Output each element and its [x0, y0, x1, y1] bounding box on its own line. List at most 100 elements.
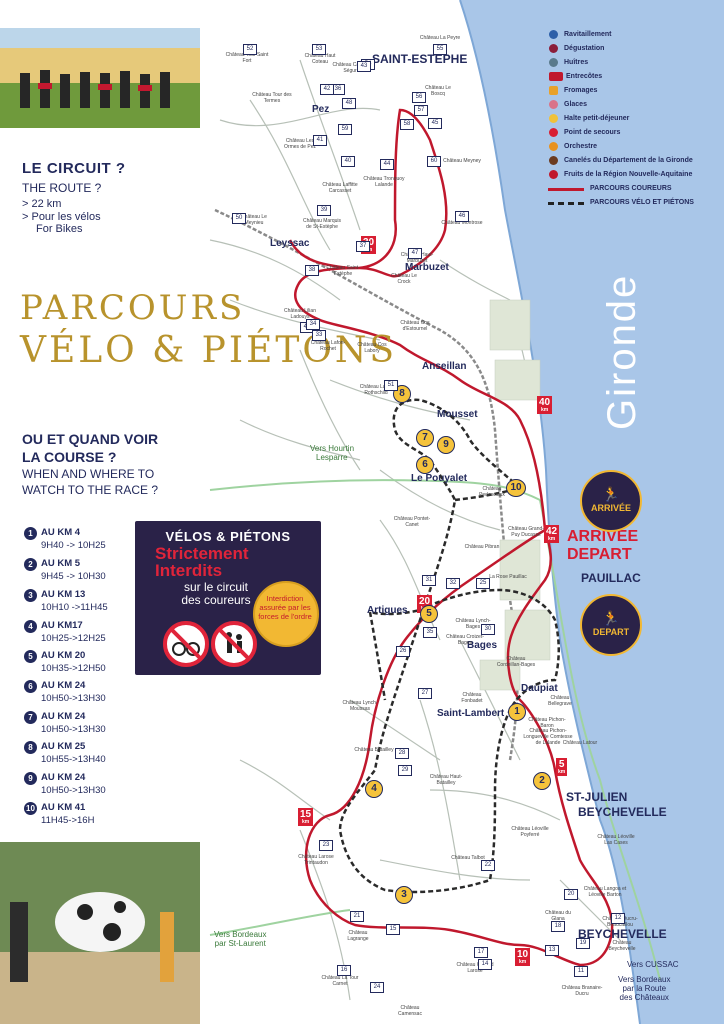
warning-forbidden: Strictement Interdits — [155, 545, 249, 579]
river-label: Gironde — [600, 273, 644, 430]
place-anseillan: Anseillan — [422, 361, 467, 372]
chateau-label: Château Latour — [562, 740, 598, 746]
chateau-label: Château Léoville Poyferré — [511, 826, 549, 838]
circuit-title: LE CIRCUIT ? — [22, 160, 126, 177]
schedule-time: 10H10 ->11H45 — [41, 602, 108, 613]
schedule-number: 4 — [24, 620, 37, 633]
circuit-bikes-fr: > Pour les vélos — [22, 211, 101, 223]
circuit-distance: > 22 km — [22, 198, 62, 210]
start-badge-label: DEPART — [592, 627, 630, 637]
place-beychevelle: BEYCHEVELLE — [578, 927, 667, 941]
chateau-label: Château Lafon-Rochet — [310, 340, 346, 352]
chateau-label: Château Cordeillan-Bages — [496, 656, 536, 668]
viewpoint-marker: 4 — [365, 780, 383, 798]
runner-icon: 🏃 — [602, 486, 620, 502]
schedule-time: 10H50->13H30 — [41, 785, 106, 796]
where-title-line1: OU ET QUAND VOIR — [22, 431, 159, 447]
km-unit: km — [547, 536, 556, 542]
km-unit: km — [558, 769, 566, 775]
chateau-label: Château Les Ormes de Pez — [284, 138, 316, 150]
chateau-label: Château Le Crock — [391, 273, 417, 285]
chateau-label: Château Gruaud Larose — [456, 962, 494, 974]
chateau-number-tag: 55 — [433, 44, 447, 55]
legend-label: Canelés du Département de la Gironde — [564, 157, 693, 164]
where-title: OU ET QUAND VOIR LA COURSE ? — [22, 430, 158, 466]
finish-label: ARRIVÉE — [567, 528, 639, 545]
chateau-number-tag: 25 — [476, 578, 490, 589]
chateau-label: Château La Tour Carnet — [321, 975, 359, 987]
km-value: 42 — [546, 526, 558, 537]
direction-bordeaux-line1: Vers Bordeaux — [214, 930, 267, 939]
chateau-label: Château Haut-Batailley — [429, 774, 463, 786]
schedule-time: 9H40 -> 10H25 — [41, 540, 106, 551]
place-leyssac: Leyssac — [270, 238, 310, 249]
viewpoint-marker: 3 — [395, 886, 413, 904]
chateau-number-tag: 60 — [427, 156, 441, 167]
chateau-number-tag: 29 — [398, 765, 412, 776]
chateau-number-tag: 42 — [320, 84, 334, 95]
schedule-number: 9 — [24, 772, 37, 785]
schedule-time: 9H45 -> 10H30 — [41, 571, 106, 582]
schedule-km: AU KM 5 — [41, 558, 81, 569]
chateau-number-tag: 39 — [317, 205, 331, 216]
direction-bordeaux-line2: par St-Laurent — [214, 939, 266, 948]
cheese-icon — [549, 86, 558, 95]
schedule-time: 10H25->12H25 — [41, 633, 106, 644]
chateau-number-tag: 47 — [408, 248, 422, 259]
km-unit: km — [540, 407, 549, 413]
chateau-number-tag: 33 — [312, 330, 326, 341]
chateau-label: Château Batailley — [354, 747, 394, 753]
chateau-number-tag: 27 — [418, 688, 432, 699]
chateau-number-tag: 12 — [611, 913, 625, 924]
schedule-number: 10 — [24, 802, 37, 815]
legend-label: Glaces — [564, 101, 587, 108]
schedule-km: AU KM 4 — [41, 527, 81, 538]
schedule-km: AU KM 41 — [41, 802, 86, 813]
chateau-number-tag: 44 — [380, 159, 394, 170]
viewpoint-marker: 10 — [506, 479, 526, 497]
circuit-bikes-en: For Bikes — [36, 223, 83, 235]
direction-bordeaux2-line3: des Châteaux — [619, 993, 669, 1002]
legend-label: Orchestre — [564, 143, 598, 150]
chateau-label: Château Saint-Estèphe — [326, 265, 360, 277]
chateau-number-tag: 14 — [478, 959, 492, 970]
chateau-number-tag: 58 — [400, 119, 414, 130]
chateau-label: Château Langoa et Léoville Barton — [583, 886, 627, 898]
chateau-label: Château Bellegrave — [548, 695, 572, 707]
direction-cussac: Vers CUSSAC — [627, 960, 679, 969]
chateau-label: Château Cos Labory — [357, 342, 387, 354]
direction-hourtin-line1: Vers Hourtin — [310, 444, 355, 453]
chateau-label: Château Lafite Rothschild — [359, 384, 393, 396]
place-artigues: Artigues — [367, 605, 408, 616]
chateau-label: La Rose Pauillac — [489, 574, 527, 580]
chateau-number-tag: 43 — [357, 61, 371, 72]
chateau-label: Château Meyney — [443, 158, 481, 164]
town-blocks — [479, 299, 551, 691]
chateau-label: Château Grand-Puy Ducasse — [508, 526, 544, 538]
viewpoint-marker: 9 — [437, 436, 455, 454]
direction-bordeaux2-line2: par la Route — [622, 984, 667, 993]
schedule-km: AU KM 13 — [41, 589, 86, 600]
viewpoint-marker: 6 — [416, 456, 434, 474]
legend-label: Huîtres — [564, 59, 589, 66]
schedule-number: 2 — [24, 558, 37, 571]
water-drop-icon — [549, 30, 558, 39]
runner-icon: 🏃 — [602, 610, 620, 626]
direction-bordeaux-st-laurent: Vers Bordeaux par St-Laurent — [214, 930, 266, 948]
cow-icon — [549, 72, 563, 81]
warning-sub-line1: sur le circuit — [183, 580, 248, 594]
direction-hourtin-line2: Lesparre — [316, 453, 348, 462]
chateau-number-tag: 24 — [370, 982, 384, 993]
chateau-number-tag: 53 — [312, 44, 326, 55]
place-st-julien: ST-JULIEN — [566, 790, 628, 804]
place-pauillac: PAUILLAC — [581, 571, 641, 585]
no-bikes-icon — [163, 621, 209, 667]
